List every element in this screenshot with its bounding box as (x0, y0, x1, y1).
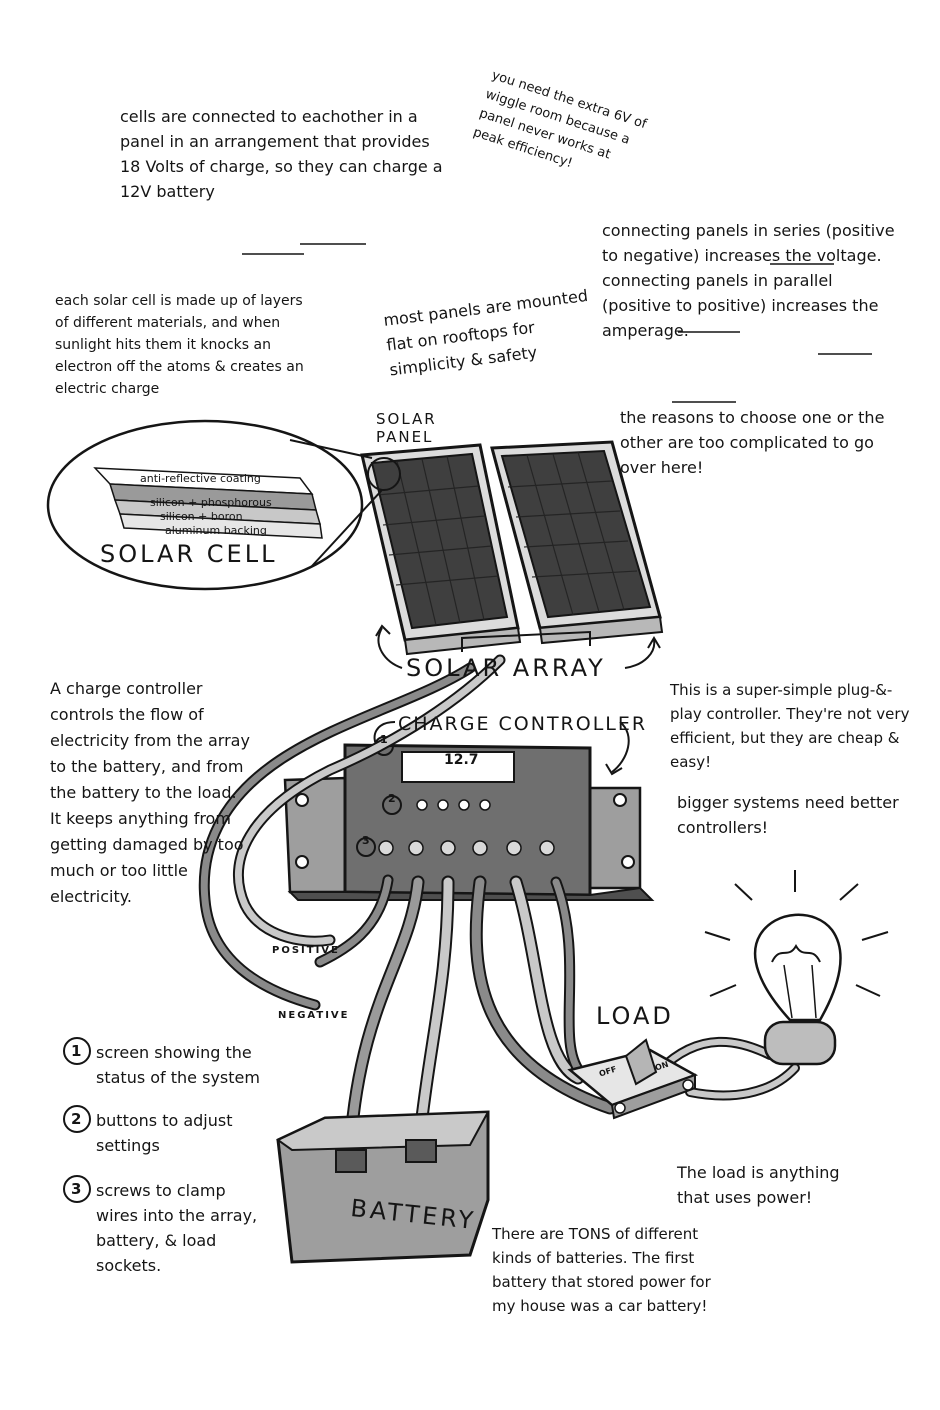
note-batteries: There are TONS of different kinds of bat… (492, 1225, 711, 1315)
legend-item-2: buttons to adjust settings (96, 1111, 233, 1155)
legend-item-3: screws to clamp wires into the array, ba… (96, 1181, 258, 1275)
solar-panel-right (490, 440, 664, 645)
note-solar-cell: each solar cell is made up of layers of … (55, 293, 304, 397)
solar-cell-bubble (46, 419, 401, 591)
layer-silicon-boron: silicon + boron (160, 510, 243, 523)
label-negative-wire: NEGATIVE (278, 1010, 350, 1021)
note-series-parallel: connecting panels in series (positive to… (602, 221, 895, 340)
marker-2: 2 (388, 792, 396, 805)
note-bigger-systems: bigger systems need better controllers! (677, 793, 899, 837)
wires (198, 654, 800, 1157)
marker-1: 1 (380, 733, 388, 746)
legend-number-3: 3 (71, 1180, 82, 1198)
label-solar-cell: SOLAR CELL (100, 540, 278, 568)
load-switch (567, 1038, 699, 1120)
note-load: The load is anything that uses power! (677, 1163, 840, 1207)
label-solar-panel: SOLAR PANEL (376, 410, 437, 446)
underlines (242, 243, 872, 403)
marker-3: 3 (362, 834, 370, 847)
legend-circles (63, 1037, 91, 1203)
label-charge-controller: CHARGE CONTROLLER (398, 713, 648, 735)
label-solar-array: SOLAR ARRAY (406, 654, 606, 682)
label-load: LOAD (596, 1002, 674, 1030)
label-positive-wire: POSITIVE (272, 945, 340, 956)
solar-panel-left (360, 443, 522, 656)
battery (276, 1110, 490, 1264)
legend-item-1: screen showing the status of the system (96, 1043, 260, 1087)
note-cells-panel: cells are connected to eachother in a pa… (120, 107, 443, 201)
charge-controller-body (283, 736, 655, 901)
note-charge-controller: A charge controller controls the flow of… (50, 679, 250, 906)
legend-number-2: 2 (71, 1110, 82, 1128)
controller-screen-value: 12.7 (444, 752, 479, 768)
note-reasons: the reasons to choose one or the other a… (620, 408, 885, 477)
layer-silicon-phosphorous: silicon + phosphorous (150, 496, 272, 509)
note-plug-play: This is a super-simple plug-&-play contr… (670, 681, 910, 771)
legend-number-1: 1 (71, 1042, 82, 1060)
light-bulb-icon (704, 870, 889, 1066)
layer-anti-reflective: anti-reflective coating (140, 472, 261, 485)
layer-aluminum-backing: aluminum backing (165, 524, 267, 537)
